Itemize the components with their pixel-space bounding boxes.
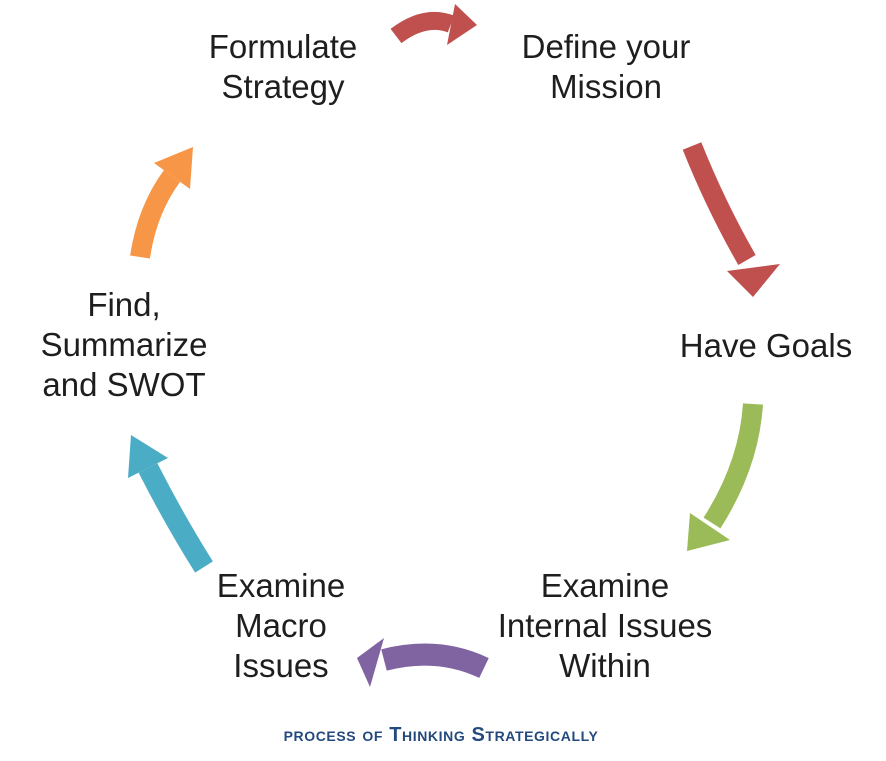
step-formulate-strategy: Formulate Strategy: [209, 27, 358, 107]
step-examine-internal: Examine Internal Issues Within: [498, 566, 713, 686]
step-label-line: Have Goals: [679, 327, 853, 364]
step-label-line: Within: [559, 647, 651, 684]
step-label-line: Examine: [540, 567, 670, 604]
step-label-line: Examine: [216, 567, 346, 604]
curved-arrow-goals-to-internal: [687, 403, 763, 551]
step-label-line: Macro: [235, 607, 327, 644]
curved-arrow-formulate-to-mission: [390, 4, 477, 45]
step-label-line: Internal Issues: [497, 607, 713, 644]
step-label-line: Issues: [233, 647, 329, 684]
step-label-line: Define your: [521, 28, 691, 65]
step-label-line: Find,: [87, 286, 161, 323]
curved-arrow-swot-to-formulate: [130, 147, 193, 259]
step-examine-macro: Examine Macro Issues: [217, 566, 345, 686]
step-label-line: and SWOT: [42, 366, 206, 403]
diagram-caption: process of Thinking Strategically: [283, 724, 599, 746]
step-label-line: Formulate: [208, 28, 358, 65]
step-define-mission: Define your Mission: [522, 27, 691, 107]
curved-arrow-macro-to-swot: [128, 435, 213, 573]
step-label-line: Mission: [550, 68, 662, 105]
curved-arrow-mission-to-goals: [682, 142, 780, 297]
step-find-swot: Find, Summarize and SWOT: [41, 285, 208, 405]
step-label-line: Summarize: [40, 326, 208, 363]
curved-arrow-internal-to-macro: [357, 638, 489, 687]
step-label-line: Strategy: [221, 68, 345, 105]
step-have-goals: Have Goals: [680, 326, 852, 366]
